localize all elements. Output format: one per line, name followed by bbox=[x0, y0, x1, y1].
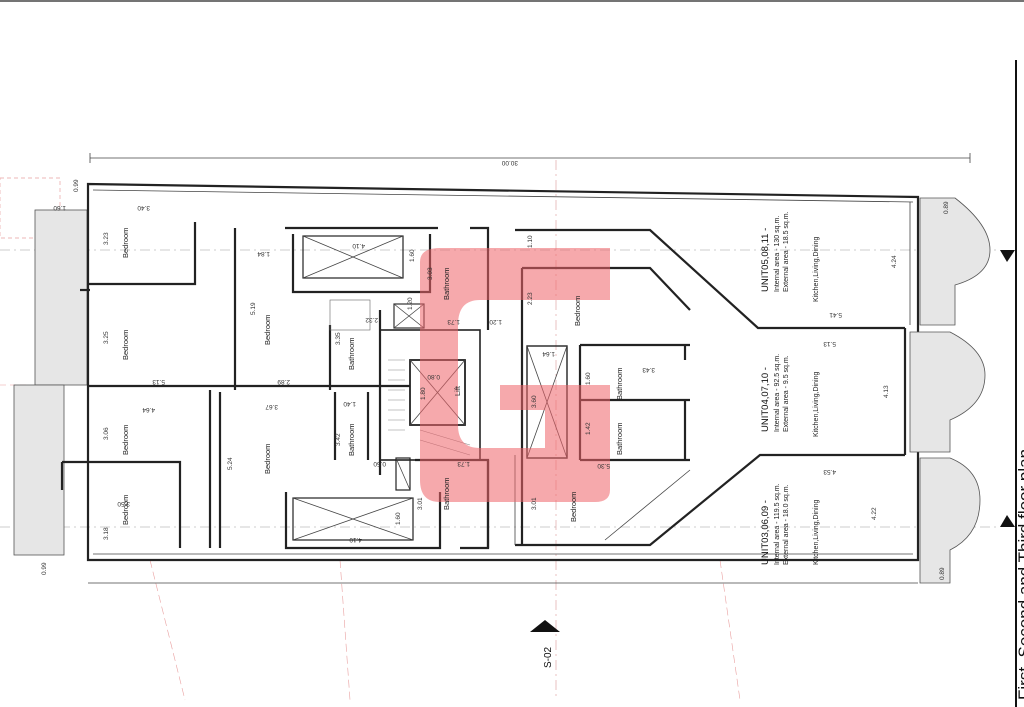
dim-1.60-b: 1.60 bbox=[409, 249, 416, 262]
room-label-bathroom-2: Bathroom bbox=[347, 423, 356, 456]
room-label-lift: Lift bbox=[453, 385, 462, 396]
dim-3.01-a: 3.01 bbox=[417, 497, 424, 510]
dim-3.06: 3.06 bbox=[103, 427, 110, 440]
left-balcony-upper bbox=[34, 209, 88, 386]
dim-0.50: 0.50 bbox=[373, 460, 386, 467]
room-label-bedroom-5: Bedroom bbox=[263, 315, 272, 345]
unit-name-03: UNIT03,06,09 - bbox=[760, 500, 771, 565]
dim-1.60-c: 1.60 bbox=[395, 512, 402, 525]
dim-overall: 30.00 bbox=[501, 159, 518, 166]
room-label-bedroom-8: Bedroom bbox=[569, 492, 578, 522]
right-balcony-top bbox=[919, 197, 991, 326]
room-label-bathroom-6: Bathroom bbox=[615, 422, 624, 455]
room-label-bedroom-7: Bedroom bbox=[573, 296, 582, 326]
outer-wall bbox=[86, 182, 920, 562]
dim-0.99-bottom: 0.99 bbox=[41, 562, 48, 575]
dim-5.24: 5.24 bbox=[227, 457, 234, 470]
dim-5.41: 5.41 bbox=[829, 311, 842, 318]
unit-external-04: External area - 9.5 sq.m. bbox=[783, 355, 790, 432]
dim-3.23: 3.23 bbox=[103, 232, 110, 245]
dim-4.22: 4.22 bbox=[871, 507, 878, 520]
dim-3.03: 3.03 bbox=[427, 267, 434, 280]
section-arrow-right-1 bbox=[1000, 250, 1015, 262]
unit-room-04: Kitchen,Living,Dining bbox=[813, 372, 820, 437]
dim-4.10-b: 4.10 bbox=[349, 536, 362, 543]
watermark-shape bbox=[420, 248, 610, 502]
dim-1.73-b: 1.73 bbox=[447, 318, 460, 325]
dim-5.13-b: 5.13 bbox=[823, 340, 836, 347]
dim-2.23: 2.23 bbox=[527, 292, 534, 305]
dim-4.64: 4.64 bbox=[142, 406, 155, 413]
dim-1.80: 1.80 bbox=[420, 387, 427, 400]
room-label-bathroom-4: Bathroom bbox=[442, 477, 451, 510]
dim-3.01-b: 3.01 bbox=[531, 497, 538, 510]
unit-internal-03: Internal area - 119.5 sq.m. bbox=[774, 483, 781, 565]
dim-2.89: 2.89 bbox=[277, 378, 290, 385]
dim-4.10-a: 4.10 bbox=[352, 242, 365, 249]
dim-3.25: 3.25 bbox=[103, 331, 110, 344]
dim-3.42: 3.42 bbox=[335, 433, 342, 446]
dim-3.35: 3.35 bbox=[335, 332, 342, 345]
unit-internal-05: Internal area - 130 sq.m. bbox=[774, 216, 781, 292]
unit-room-05: Kitchen,Living,Dining bbox=[813, 237, 820, 302]
dim-4.53: 4.53 bbox=[823, 468, 836, 475]
unit-name-04: UNIT04,07,10 - bbox=[760, 367, 771, 432]
room-label-bedroom-1: Bedroom bbox=[121, 228, 130, 258]
dim-3.43: 3.43 bbox=[642, 366, 655, 373]
dim-0.99-top: 0.99 bbox=[73, 179, 80, 192]
room-label-bedroom-3: Bedroom bbox=[121, 425, 130, 455]
dim-1.10: 1.10 bbox=[527, 235, 534, 248]
unit-external-05: External area - 18.5 sq.m. bbox=[783, 211, 790, 292]
shaft-lower bbox=[292, 497, 414, 541]
dim-3.40: 3.40 bbox=[137, 204, 150, 211]
dim-1.64: 1.64 bbox=[542, 350, 555, 357]
left-balcony-lower bbox=[13, 384, 65, 556]
watermark-logo bbox=[420, 248, 610, 502]
dim-4.13: 4.13 bbox=[883, 385, 890, 398]
shaft-upper bbox=[302, 235, 404, 279]
room-label-bathroom-3: Bathroom bbox=[442, 267, 451, 300]
dim-3.18: 3.18 bbox=[103, 527, 110, 540]
room-label-bedroom-6: Bedroom bbox=[263, 444, 272, 474]
dim-1.20-a: 1.20 bbox=[407, 297, 414, 310]
right-balcony-middle bbox=[909, 331, 986, 453]
dim-5.13-a: 5.13 bbox=[152, 378, 165, 385]
unit-name-05: UNIT05,08,11 - bbox=[760, 228, 771, 292]
dim-1.42: 1.42 bbox=[585, 422, 592, 435]
section-label: S-02 bbox=[543, 646, 554, 668]
dim-4.24: 4.24 bbox=[891, 255, 898, 268]
dim-1.84: 1.84 bbox=[257, 250, 270, 257]
dim-1.73-a: 1.73 bbox=[457, 460, 470, 467]
room-label-bathroom-1: Bathroom bbox=[347, 337, 356, 370]
dim-0.80: 0.80 bbox=[427, 373, 440, 380]
dim-2.32: 2.32 bbox=[365, 316, 378, 323]
dim-0.89-top: 0.89 bbox=[943, 201, 950, 214]
room-label-bedroom-4: Bedroom bbox=[121, 495, 130, 525]
right-balcony-bottom bbox=[919, 457, 981, 584]
section-arrow-bottom bbox=[530, 620, 560, 632]
unit-room-03: Kitchen,Living,Dining bbox=[813, 500, 820, 565]
dim-1.20-b: 1.20 bbox=[489, 318, 502, 325]
dim-1.60-a: 1.60 bbox=[53, 204, 66, 211]
dim-1.40: 1.40 bbox=[343, 400, 356, 407]
dim-3.50: 3.50 bbox=[117, 500, 130, 507]
dim-5.19: 5.19 bbox=[250, 302, 257, 315]
room-label-bedroom-2: Bedroom bbox=[121, 330, 130, 360]
dim-3.67: 3.67 bbox=[265, 403, 278, 410]
dim-0.89-bottom: 0.89 bbox=[939, 567, 946, 580]
unit-internal-04: Internal area - 92.5 sq.m. bbox=[774, 354, 781, 432]
room-label-bathroom-5: Bathroom bbox=[615, 367, 624, 400]
unit-external-03: External area - 18.0 sq.m. bbox=[783, 484, 790, 565]
section-arrow-right-2 bbox=[1000, 515, 1015, 527]
dim-5.30: 5.30 bbox=[597, 462, 610, 469]
dim-3.60: 3.60 bbox=[531, 395, 538, 408]
dim-1.60-d: 1.60 bbox=[585, 372, 592, 385]
plan-title: First, Second and Third floor plan bbox=[1015, 449, 1024, 700]
dimension-labels: 30.00 0.99 1.60 3.40 3.23 3.25 5.13 4.64… bbox=[41, 159, 950, 580]
